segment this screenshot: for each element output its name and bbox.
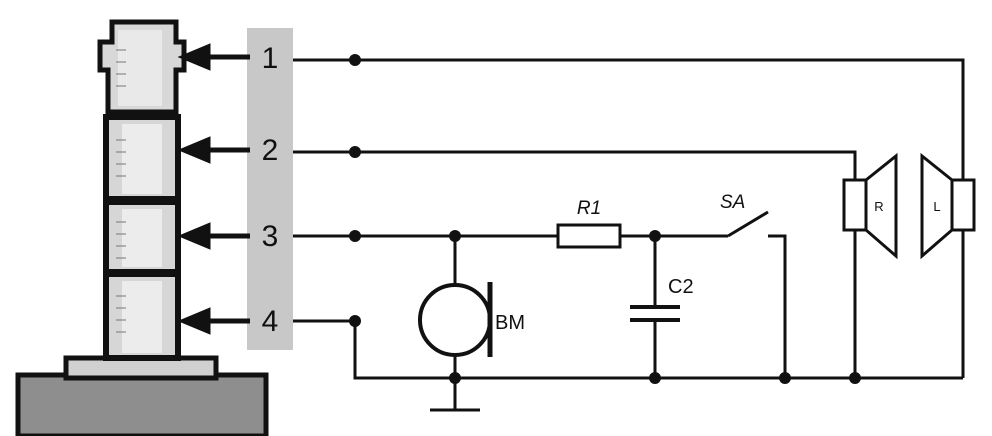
plug-base xyxy=(15,372,269,436)
microphone-bm xyxy=(418,282,493,357)
capacitor-label: C2 xyxy=(668,276,694,298)
speaker-right xyxy=(842,152,898,260)
pin-4-label: 4 xyxy=(262,305,279,338)
speaker-right-label: R xyxy=(874,199,883,214)
speaker-left-label: L xyxy=(933,199,940,214)
switch-label: SA xyxy=(720,192,745,213)
pin-3-label: 3 xyxy=(262,220,279,253)
junction-dots xyxy=(349,54,861,384)
microphone-label: BM xyxy=(495,312,525,334)
capacitor-c2 xyxy=(630,305,680,322)
pin-2-label: 2 xyxy=(262,134,279,167)
resistor-label: R1 xyxy=(577,198,601,219)
pin-label-strip xyxy=(247,28,293,350)
pin-1-label: 1 xyxy=(262,42,279,75)
wires xyxy=(293,58,965,412)
switch-sa xyxy=(727,210,769,238)
speaker-left xyxy=(920,152,976,260)
trrs-plug xyxy=(15,19,269,436)
resistor-r1 xyxy=(556,223,622,249)
pin-arrows xyxy=(177,43,250,335)
